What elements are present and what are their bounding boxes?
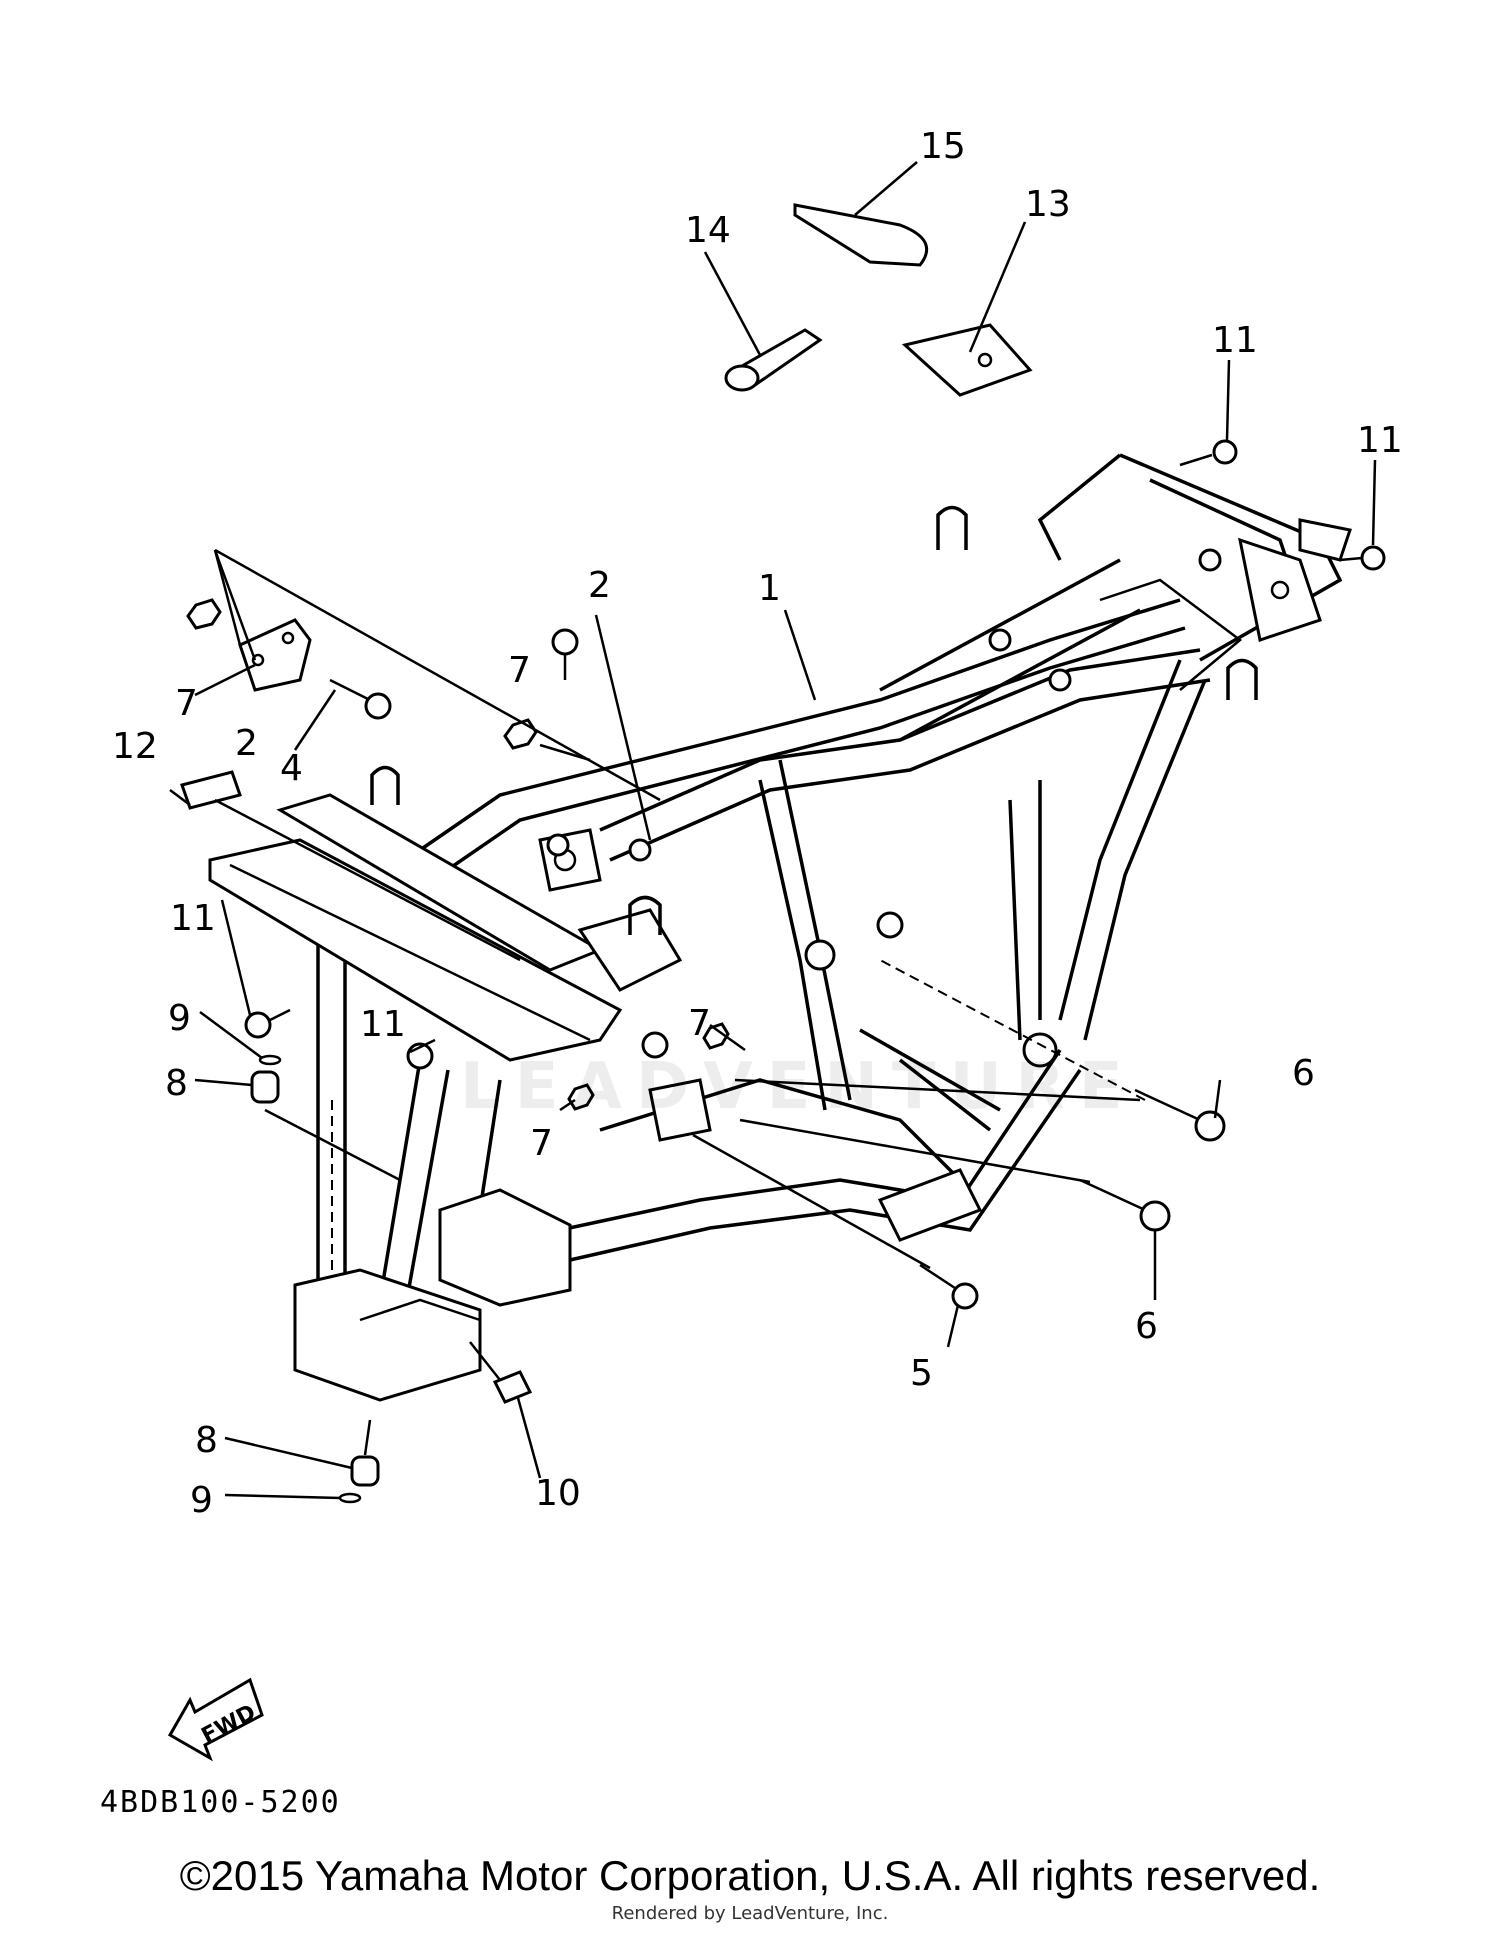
- part-6-bolt: [1134, 1088, 1201, 1122]
- label-9: 9: [168, 998, 191, 1039]
- label-7: 7: [175, 683, 198, 724]
- label-1: 1: [758, 568, 781, 609]
- part-12-block: [180, 770, 242, 810]
- label-7: 7: [688, 1003, 711, 1044]
- part-9-o-ring: [258, 1054, 282, 1066]
- label-6: 6: [1135, 1306, 1158, 1347]
- part-6-bolt: [1079, 1178, 1146, 1212]
- label-15: 15: [920, 126, 966, 167]
- part-11-cap: [1360, 545, 1386, 571]
- part-8-collar: [250, 1070, 280, 1104]
- part-11-cap: [1212, 439, 1238, 465]
- label-11: 11: [1212, 320, 1258, 361]
- part-15-pad: [793, 203, 929, 267]
- leader-lines: [169, 161, 1377, 1500]
- part-8-collar: [350, 1455, 380, 1487]
- label-4: 4: [280, 748, 303, 789]
- part-7-nut: [503, 718, 538, 750]
- label-11: 11: [360, 1004, 406, 1045]
- part-7-nut: [567, 1083, 595, 1111]
- label-6: 6: [1292, 1053, 1315, 1094]
- part-4-bolt: [329, 678, 371, 702]
- fwd-arrow: FWD: [167, 1677, 264, 1762]
- label-11: 11: [170, 898, 216, 939]
- label-14: 14: [685, 210, 731, 251]
- label-3: 2: [588, 565, 611, 606]
- label-7: 7: [508, 650, 531, 691]
- label-7: 7: [530, 1123, 553, 1164]
- part-7-nut: [186, 598, 222, 630]
- label-8: 8: [165, 1063, 188, 1104]
- part-number-labels: 15 13 14 11 11 1 2 7 2 4 7 12 11 9 8 11 …: [112, 126, 1403, 1521]
- label-5: 5: [910, 1353, 933, 1394]
- diagram-part-code: 4BDB100-5200: [100, 1785, 341, 1820]
- part-2-bracket: [238, 618, 312, 692]
- label-8: 8: [195, 1420, 218, 1461]
- label-9: 9: [190, 1480, 213, 1521]
- watermark: LEADVENTURE: [460, 1050, 1137, 1124]
- main-frame: [208, 453, 1352, 1402]
- part-11-cap: [244, 1011, 272, 1039]
- part-5-bolt: [919, 1263, 959, 1292]
- label-13: 13: [1025, 184, 1071, 225]
- part-13-plate: [901, 323, 1033, 397]
- label-2: 2: [235, 723, 258, 764]
- label-10: 10: [535, 1473, 581, 1514]
- part-10-fitting: [492, 1370, 533, 1404]
- rendered-by-notice: Rendered by LeadVenture, Inc.: [611, 1903, 889, 1924]
- part-9-o-ring: [338, 1492, 362, 1504]
- label-11: 11: [1357, 420, 1403, 461]
- copyright-notice: ©2015 Yamaha Motor Corporation, U.S.A. A…: [179, 1852, 1321, 1899]
- part-3-bolt: [551, 628, 579, 656]
- label-12: 12: [112, 726, 158, 767]
- part-7-nut: [702, 1022, 730, 1050]
